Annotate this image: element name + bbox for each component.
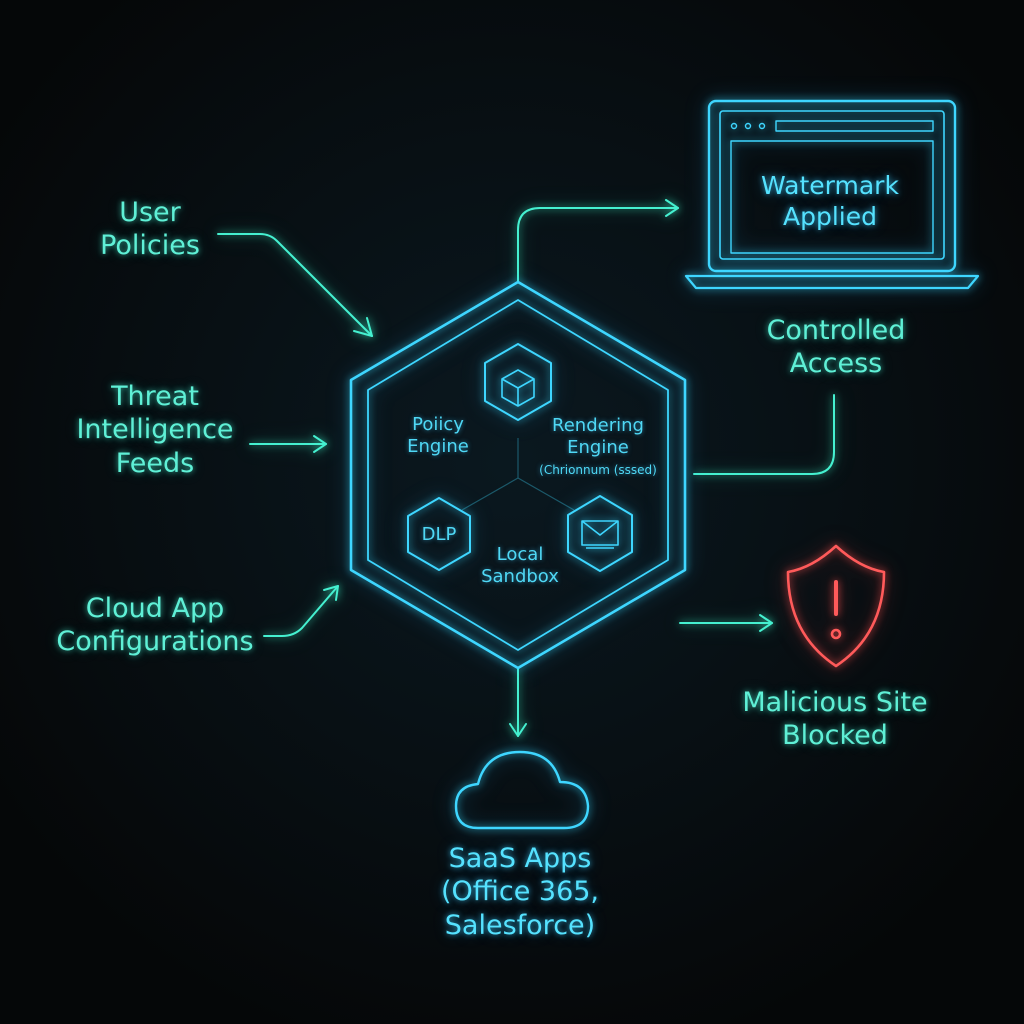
arrow-to-saas — [509, 667, 527, 737]
label-line: Engine — [567, 437, 629, 459]
connector-controlled-access — [693, 394, 835, 475]
label-line: Access — [789, 348, 883, 380]
label-line: Applied — [783, 202, 877, 231]
arrow-user-policies — [217, 233, 373, 337]
label-threat-feeds: Threat Intelligence Feeds — [50, 380, 260, 480]
label-line: Controlled — [766, 315, 906, 346]
shield-alert-icon — [786, 544, 886, 668]
arrow-cloud-config — [263, 585, 339, 637]
dlp-hexagon — [407, 497, 471, 571]
arrow-to-blocked — [679, 614, 773, 632]
label-line: (Office 365, — [440, 876, 600, 908]
label-saas-apps: SaaS Apps (Office 365, Salesforce) — [418, 842, 622, 942]
engine-hexagon-outer — [349, 280, 687, 670]
label-line: Poiicy — [412, 414, 464, 435]
label-dlp: DLP — [410, 524, 468, 546]
label-controlled-access: Controlled Access — [750, 314, 922, 381]
label-policy-engine: Poiicy Engine — [392, 414, 484, 459]
label-line: Local — [496, 544, 544, 565]
label-line: Sandbox — [481, 566, 559, 588]
cloud-icon — [454, 750, 590, 830]
label-cloud-config: Cloud App Configurations — [40, 592, 270, 659]
label-line: Engine — [407, 436, 469, 458]
label-line: (Chrionnum (sssed) — [539, 463, 657, 477]
label-local-sandbox: Local Sandbox — [470, 544, 570, 589]
label-line: Policies — [100, 230, 200, 262]
cube-icon — [484, 343, 552, 421]
label-watermark-applied: Watermark Applied — [740, 170, 920, 232]
label-rendering-note: (Chrionnum (sssed) — [526, 463, 670, 478]
label-line: Threat — [111, 381, 199, 412]
label-line: Intelligence — [76, 414, 234, 446]
label-line: Feeds — [115, 447, 195, 479]
arrow-to-watermark — [517, 199, 679, 283]
label-line: Blocked — [782, 720, 888, 752]
label-line: DLP — [421, 524, 457, 545]
label-line: User — [119, 197, 181, 228]
label-malicious-blocked: Malicious Site Blocked — [722, 686, 948, 753]
label-line: Malicious Site — [742, 687, 928, 718]
envelope-icon — [567, 495, 633, 572]
engine-hexagon-inner — [367, 299, 669, 651]
label-line: Cloud App — [85, 593, 225, 624]
label-user-policies: User Policies — [80, 196, 220, 263]
label-line: Salesforce) — [444, 909, 596, 941]
engine-spokes — [461, 438, 575, 511]
label-line: Watermark — [761, 171, 899, 200]
label-line: Rendering — [552, 415, 644, 436]
label-line: SaaS Apps — [448, 843, 592, 874]
label-line: Configurations — [56, 626, 254, 658]
label-rendering-engine: Rendering Engine — [540, 415, 656, 460]
arrow-threat-feeds — [249, 435, 327, 453]
laptop-icon — [684, 99, 980, 290]
